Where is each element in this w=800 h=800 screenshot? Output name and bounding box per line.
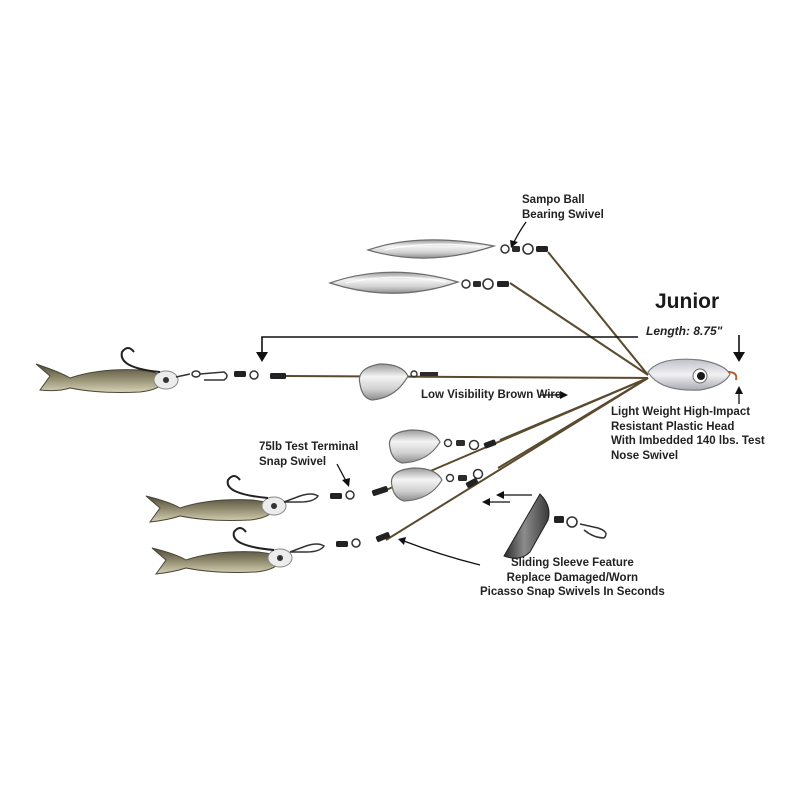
head-callout-line: With Imbedded 140 lbs. Test [611,435,765,447]
willow-blade-lower [328,271,509,294]
head-callout-line: Light Weight High-Impact [611,406,751,418]
length-dimension-line [256,335,745,362]
product-title: Junior [655,290,720,313]
wire-arm-center [285,375,649,379]
swivel-callout: Sampo Ball Bearing Swivel [522,193,604,222]
swimbait-middle [145,475,389,523]
wire-arm-lower-blade [509,282,649,376]
head-callout: Light Weight High-Impact Resistant Plast… [611,405,765,463]
wire-arm-bait-3 [385,377,649,541]
colorado-blades [358,363,497,502]
swimbait-bottom [151,527,391,575]
swivel-callout-line: Bearing Swivel [522,208,604,221]
sleeve-callout-arrow [403,540,481,566]
colorado-blade-lower-2 [390,467,484,502]
sliding-sleeve-detail [503,493,607,559]
head-callout-line: Nose Swivel [611,449,679,462]
colorado-blade-center [358,363,438,401]
wire-arm-upper-blade [547,251,649,376]
snap-callout-line: Snap Swivel [259,455,327,468]
snap-callout: 75lb Test Terminal Snap Swivel [259,440,358,469]
snap-callout-arrow [336,463,347,482]
sleeve-callout: Sliding Sleeve Feature Replace Damaged/W… [480,556,665,600]
willow-blades [328,239,548,294]
length-label: Length: 8.75" [646,324,723,338]
swivel-callout-line: Sampo Ball [522,194,585,206]
colorado-blade-lower-1 [388,429,497,464]
willow-blade-upper [366,239,548,259]
wire-callout: Low Visibility Brown Wire [421,389,562,401]
sleeve-callout-line: Sliding Sleeve Feature [511,557,634,569]
swimbait-top [35,347,286,393]
swimbaits [35,347,391,575]
sleeve-callout-line: Replace Damaged/Worn [506,571,639,584]
callout-arrows [336,221,743,566]
swivel-callout-arrow [513,221,527,243]
head-callout-line: Resistant Plastic Head [611,420,735,433]
sleeve-callout-line: Picasso Snap Swivels In Seconds [480,586,665,598]
snap-callout-line: 75lb Test Terminal [259,441,359,453]
rig-head [647,358,738,391]
